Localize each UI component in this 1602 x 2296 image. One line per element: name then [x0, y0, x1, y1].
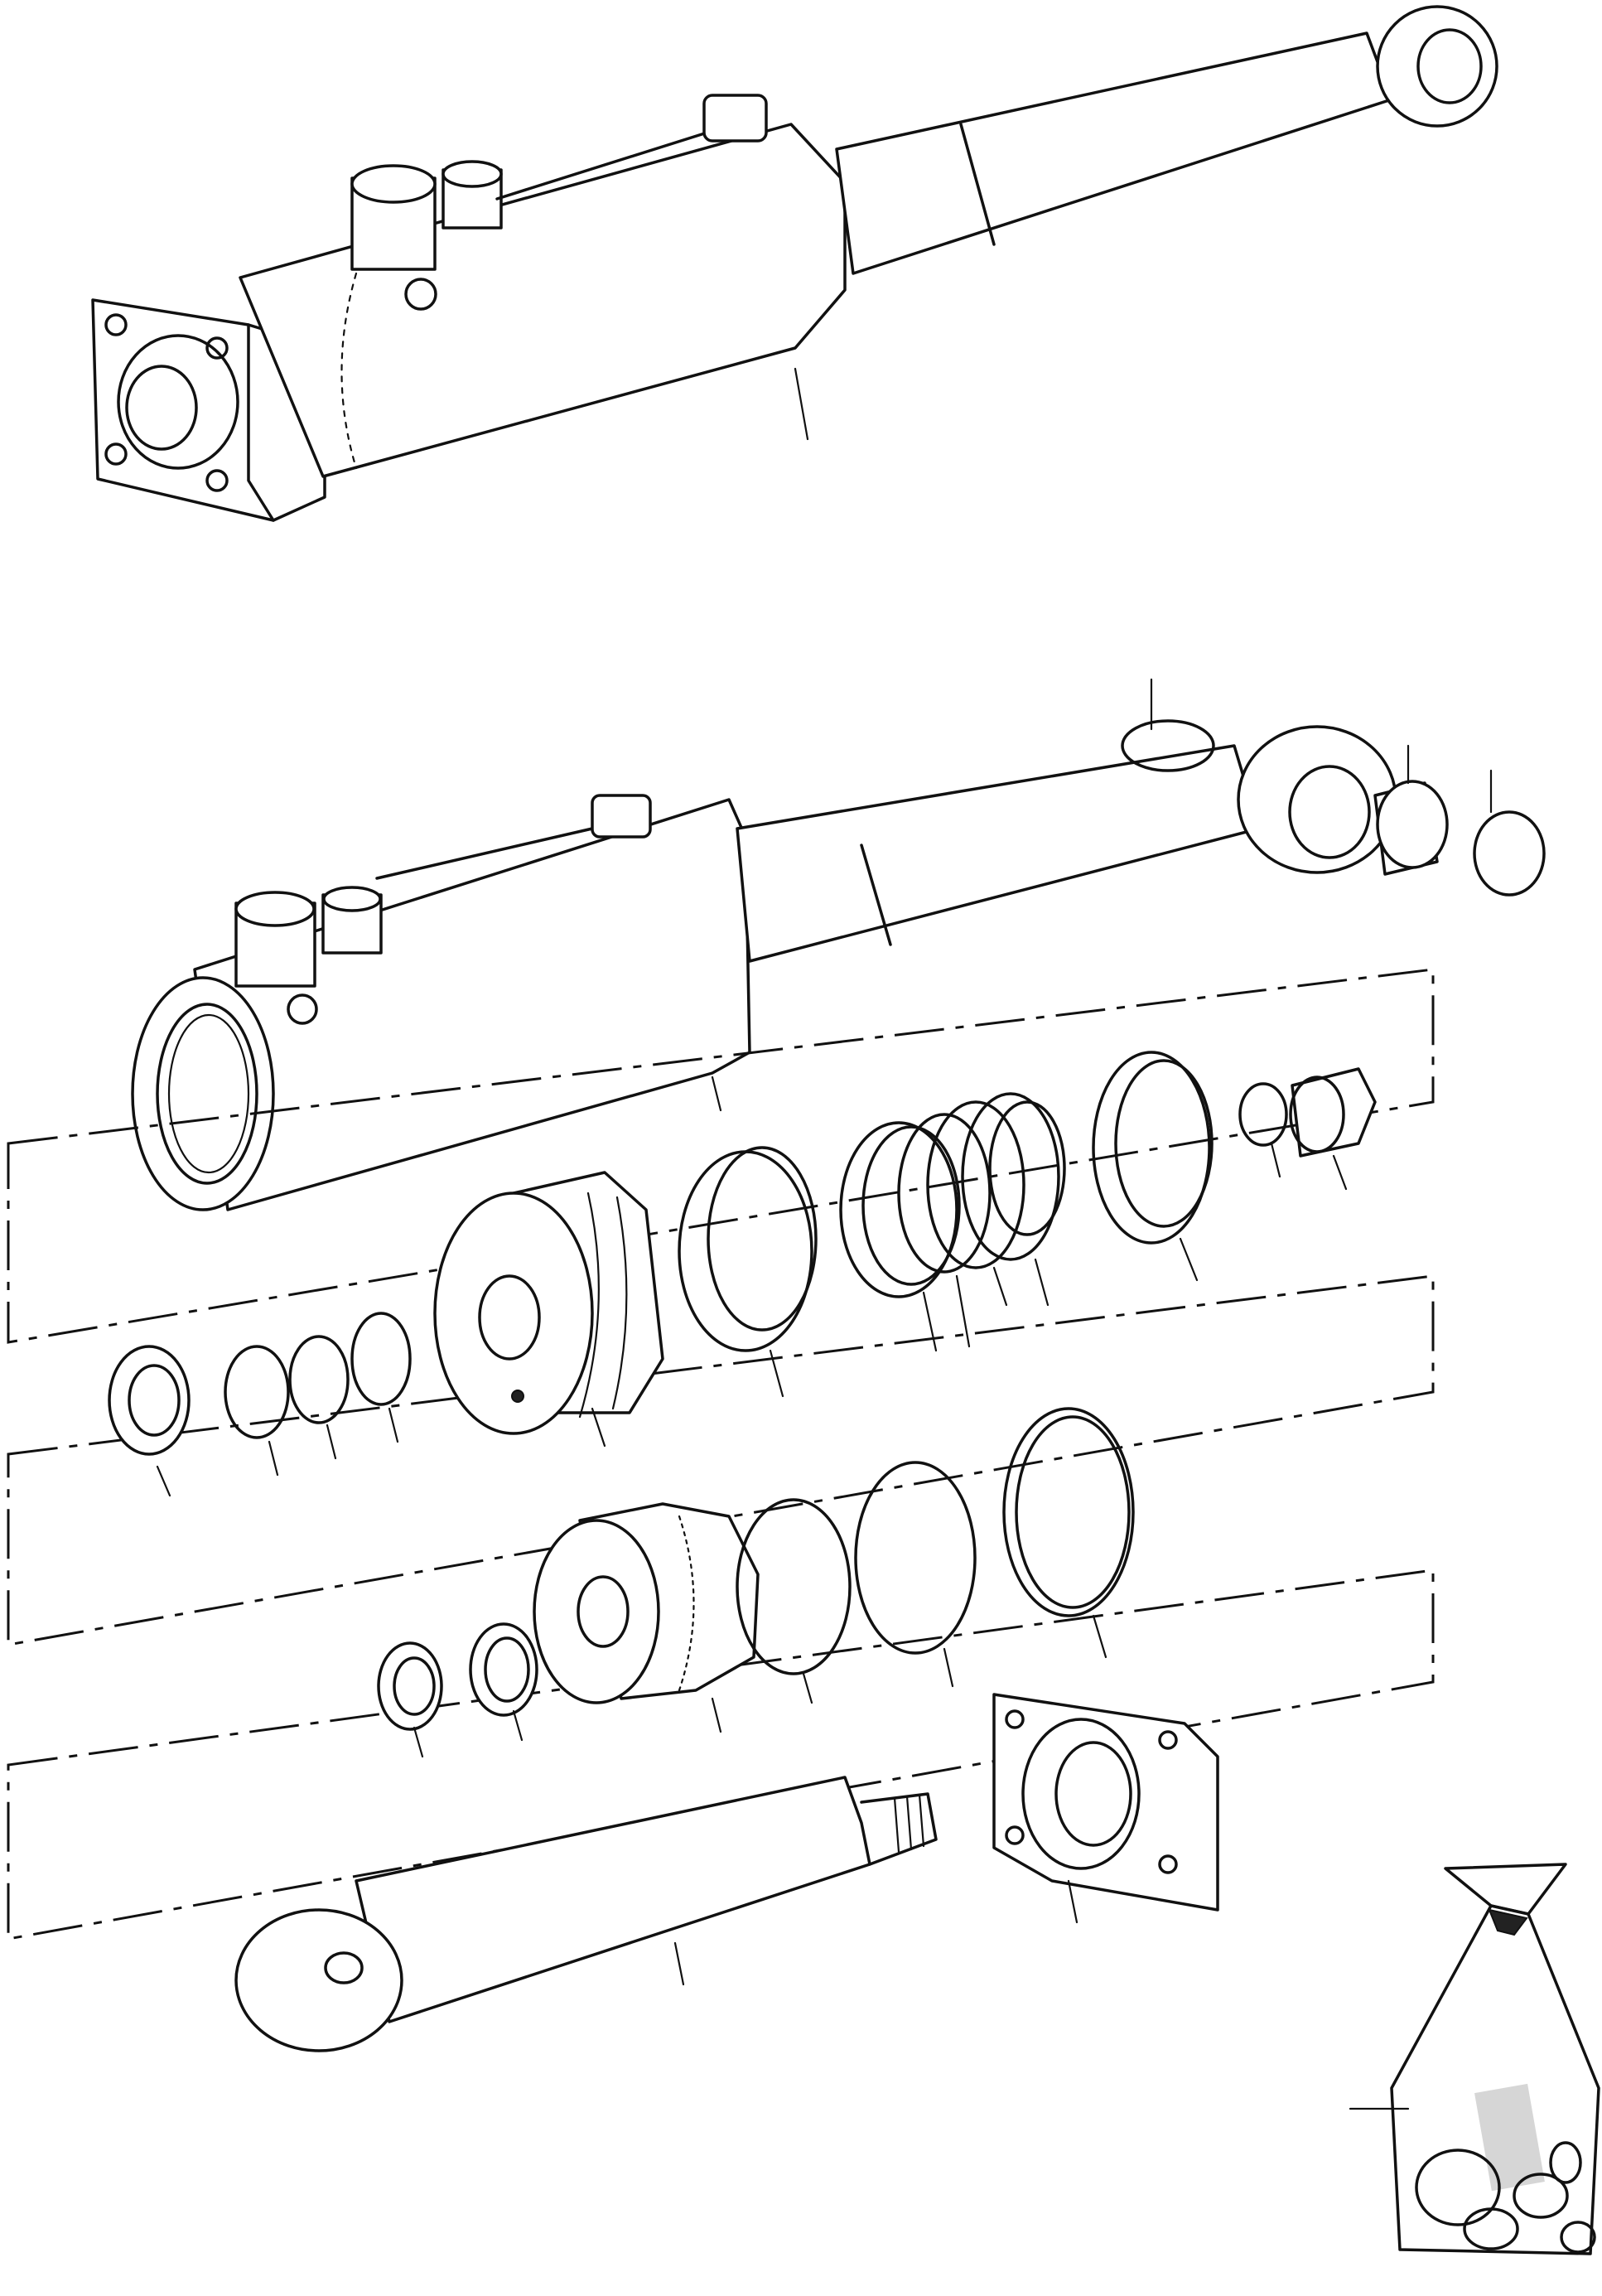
- piston-rod: [835, 31, 1393, 275]
- parts-kit-bag-icon: [1349, 1863, 1600, 2255]
- piston-seal-set: [108, 1051, 1377, 1497]
- rod-eye: [1376, 5, 1498, 128]
- cylinder-barrel: [239, 123, 847, 478]
- piston: [433, 1192, 594, 1435]
- cylinder-head: [533, 1519, 660, 1704]
- rod-wiper: [108, 1345, 191, 1456]
- wear-ring: [678, 1150, 813, 1352]
- alignment-lines: [7, 968, 1435, 1941]
- barrel-bore-opening: [131, 976, 275, 1211]
- cylinder-barrel-exploded: [131, 678, 1546, 1211]
- piston-seal-ring: [839, 1121, 958, 1298]
- piston-rod-set: [234, 1693, 1219, 2052]
- cylinder-head-seal-set: [377, 1407, 1135, 1758]
- rod-ball-end: [234, 1908, 403, 2052]
- assembled-cylinder: [91, 5, 1498, 522]
- rod-shaft: [355, 1776, 871, 2023]
- guide-ring: [1092, 1051, 1211, 1245]
- rod-eye-exploded: [1237, 725, 1397, 874]
- o-ring-large: [854, 1461, 977, 1655]
